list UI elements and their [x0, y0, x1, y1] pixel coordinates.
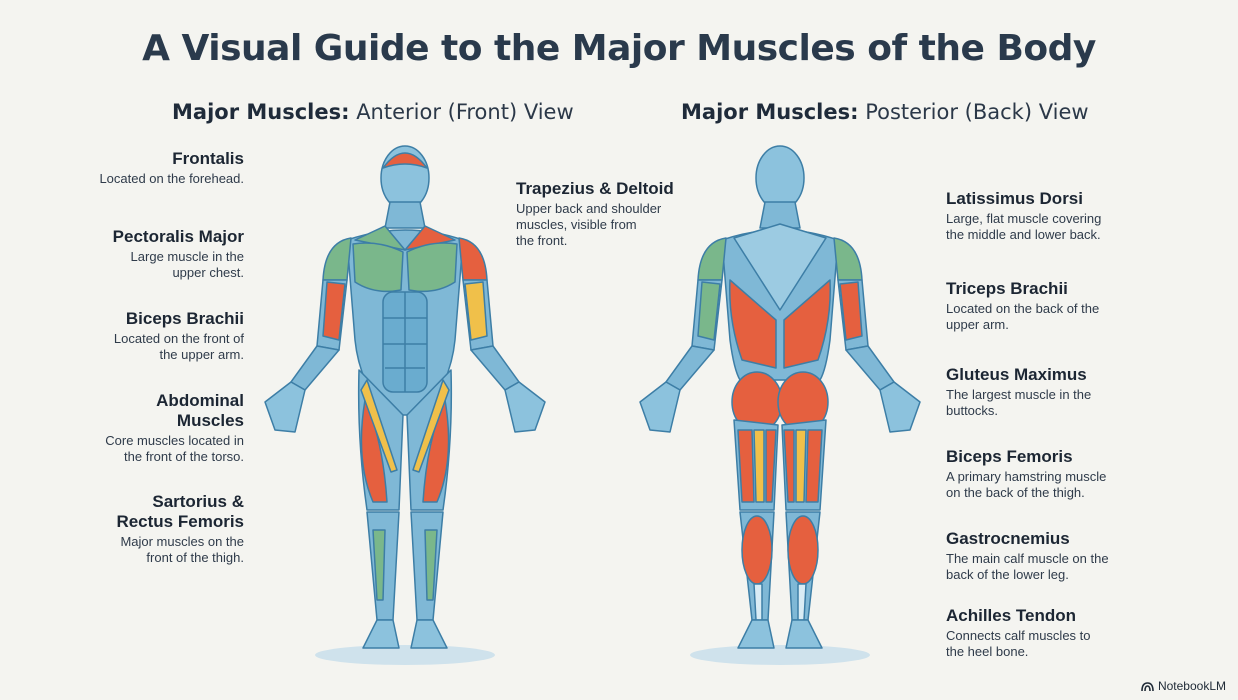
deltoid-right [458, 237, 488, 281]
label-desc: The largest muscle in the buttocks. [946, 387, 1092, 418]
label-desc: Connects calf muscles to the heel bone. [946, 628, 1091, 659]
achilles-right [797, 583, 807, 621]
gastrocnemius-right [787, 515, 819, 585]
posterior-deltoid-left [697, 237, 727, 281]
sartorius-right [412, 379, 450, 473]
label-gastrocnemius: Gastrocnemius The main calf muscle on th… [946, 529, 1109, 583]
label-desc: Large muscle in the upper chest. [130, 249, 244, 280]
label-desc: Upper back and shoulder muscles, visible… [516, 201, 662, 248]
posterior-deltoid-right [833, 237, 863, 281]
biceps-femoris-left [737, 429, 755, 503]
posterior-forearm-left [665, 345, 715, 391]
trapezius-back [733, 223, 827, 311]
label-name: Biceps Femoris [946, 447, 1073, 466]
label-desc: Core muscles located in the front of the… [105, 433, 244, 464]
posterior-heading-rest: Posterior (Back) View [865, 100, 1089, 124]
semitendinosus-right [783, 429, 795, 503]
label-desc: Located on the forehead. [99, 171, 244, 186]
label-pectoralis-major: Pectoralis Major Large muscle in the upp… [113, 227, 244, 281]
notebooklm-brand: NotebookLM [1141, 679, 1226, 693]
latissimus-left [729, 279, 777, 369]
label-name: Trapezius & Deltoid [516, 179, 674, 198]
anterior-ground-shadow [315, 645, 495, 665]
label-name: Abdominal Muscles [156, 391, 244, 430]
anterior-heading-rest: Anterior (Front) View [356, 100, 574, 124]
posterior-hand-right [879, 381, 921, 433]
label-desc: A primary hamstring muscle on the back o… [946, 469, 1107, 500]
gastrocnemius-left [741, 515, 773, 585]
label-desc: Located on the front of the upper arm. [113, 331, 244, 362]
label-name: Gluteus Maximus [946, 365, 1087, 384]
hand-right [504, 381, 546, 433]
label-trapezius-deltoid: Trapezius & Deltoid Upper back and shoul… [516, 179, 674, 249]
hamstring-mid-left [753, 429, 765, 503]
achilles-left [753, 583, 763, 621]
triceps-left [697, 281, 721, 341]
posterior-foot-right [785, 619, 823, 649]
latissimus-right [783, 279, 831, 369]
anterior-view-heading: Major Muscles: Anterior (Front) View [172, 100, 574, 124]
hand-left [264, 381, 306, 433]
deltoid-left [322, 237, 352, 281]
abdominal-lines [383, 292, 427, 392]
label-name: Achilles Tendon [946, 606, 1077, 625]
biceps-left [322, 281, 346, 341]
sartorius-left [360, 379, 398, 473]
hamstring-mid-right [795, 429, 807, 503]
label-abdominal-muscles: Abdominal Muscles Core muscles located i… [105, 391, 244, 465]
triceps-right [839, 281, 863, 341]
posterior-hand-left [639, 381, 681, 433]
foot-right [410, 619, 448, 649]
label-latissimus-dorsi: Latissimus Dorsi Large, flat muscle cove… [946, 189, 1101, 243]
label-name: Gastrocnemius [946, 529, 1070, 548]
label-frontalis: Frontalis Located on the forehead. [99, 149, 244, 187]
forearm-right [470, 345, 520, 391]
pectoralis-right [406, 242, 458, 293]
posterior-ground-shadow [690, 645, 870, 665]
label-name: Biceps Brachii [125, 309, 244, 328]
label-biceps-brachii: Biceps Brachii Located on the front of t… [114, 309, 244, 363]
notebooklm-logo-icon [1141, 681, 1154, 691]
label-achilles-tendon: Achilles Tendon Connects calf muscles to… [946, 606, 1091, 660]
biceps-femoris-right [805, 429, 823, 503]
label-desc: The main calf muscle on the back of the … [946, 551, 1109, 582]
label-name: Sartorius & Rectus Femoris [116, 492, 244, 531]
posterior-view-heading: Major Muscles: Posterior (Back) View [681, 100, 1089, 124]
brand-label: NotebookLM [1157, 679, 1226, 693]
forearm-left [290, 345, 340, 391]
label-desc: Located on the back of the upper arm. [946, 301, 1100, 332]
foot-left [362, 619, 400, 649]
label-desc: Major muscles on the front of the thigh. [120, 534, 244, 565]
tibialis-right [424, 529, 438, 601]
label-name: Pectoralis Major [112, 227, 244, 246]
semitendinosus-left [765, 429, 777, 503]
pectoralis-left [352, 242, 404, 293]
posterior-forearm-right [845, 345, 895, 391]
label-gluteus-maximus: Gluteus Maximus The largest muscle in th… [946, 365, 1091, 419]
posterior-body-figure [639, 145, 921, 665]
label-sartorius-rectus-femoris: Sartorius & Rectus Femoris Major muscles… [116, 492, 244, 566]
tibialis-left [372, 529, 386, 601]
label-name: Latissimus Dorsi [946, 189, 1083, 208]
anterior-heading-bold: Major Muscles: [172, 100, 350, 124]
anterior-neck [384, 201, 426, 229]
posterior-head [755, 145, 805, 211]
page-title: A Visual Guide to the Major Muscles of t… [142, 28, 1096, 69]
posterior-neck [759, 201, 801, 229]
label-name: Triceps Brachii [946, 279, 1068, 298]
anterior-body-figure [264, 145, 546, 665]
posterior-heading-bold: Major Muscles: [681, 100, 859, 124]
frontalis-muscle [382, 152, 428, 169]
label-biceps-femoris: Biceps Femoris A primary hamstring muscl… [946, 447, 1106, 501]
label-desc: Large, flat muscle covering the middle a… [946, 211, 1102, 242]
label-name: Frontalis [172, 149, 244, 168]
biceps-right [464, 281, 488, 341]
posterior-foot-left [737, 619, 775, 649]
label-triceps-brachii: Triceps Brachii Located on the back of t… [946, 279, 1099, 333]
